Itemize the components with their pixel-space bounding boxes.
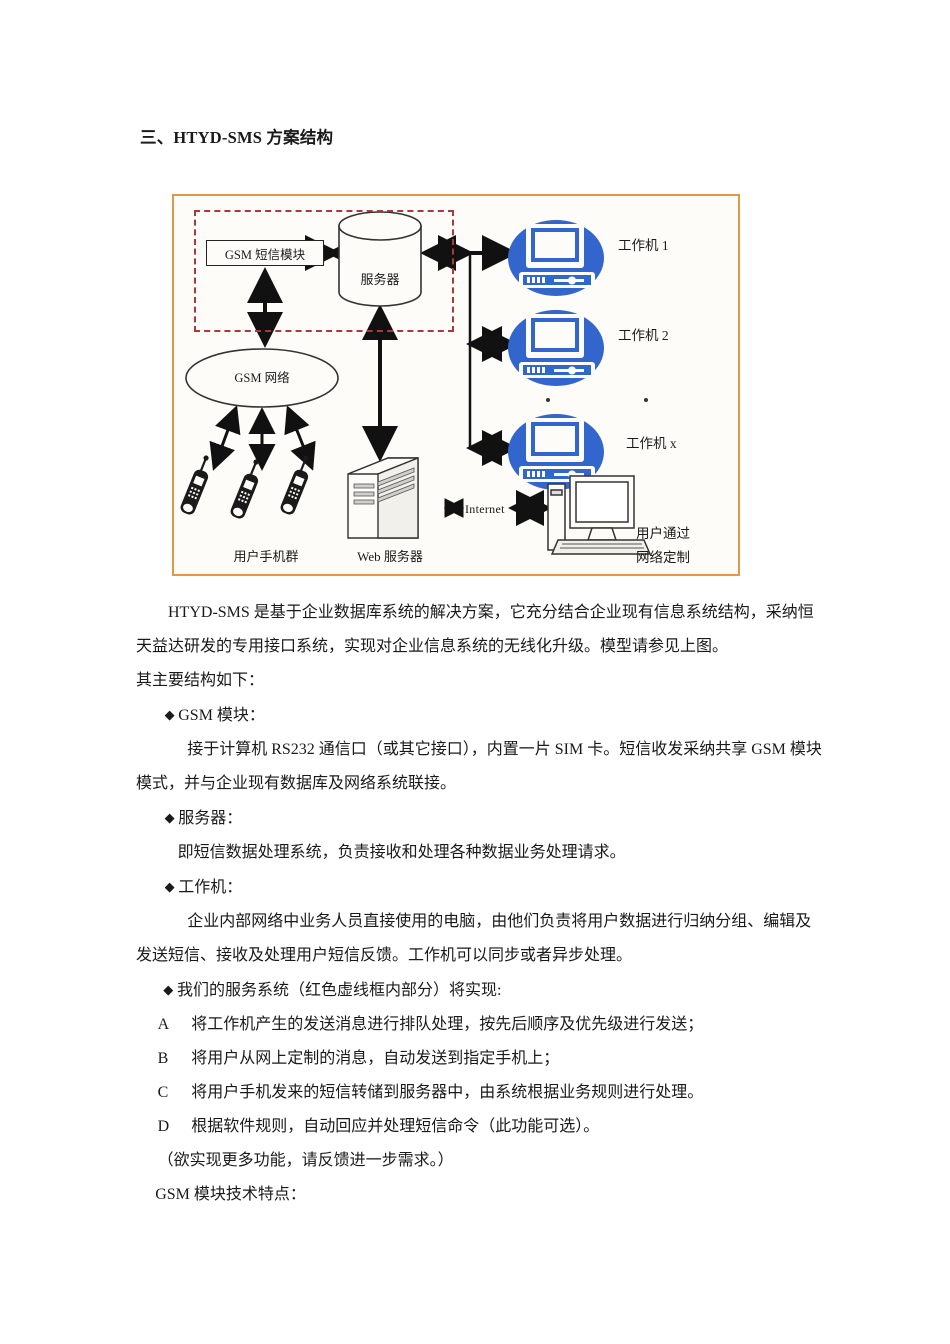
bullet-item-service-system: ◆我们的服务系统（红色虚线框内部分）将实现:: [136, 973, 826, 1008]
gsm-module-label: GSM 短信模块: [224, 247, 306, 262]
bullet-label-service-system: 我们的服务系统（红色虚线框内部分）将实现:: [176, 982, 502, 999]
diagram-graphics: [180, 211, 652, 555]
intro-paragraph-2: 其主要结构如下：: [136, 672, 265, 689]
user-custom-label-line2: 网络定制: [636, 550, 690, 565]
list-text: 将用户从网上定制的消息，自动发送到指定手机上；: [191, 1050, 560, 1067]
workstation-x-label: 工作机 x: [626, 436, 677, 451]
server-node: 服务器: [339, 214, 421, 306]
paragraph-gsm-body: 接于计算机 RS232 通信口（或其它接口），内置一片 SIM 卡。短信收发采纳…: [136, 741, 822, 792]
list-letter: C: [157, 1084, 169, 1101]
server-label: 服务器: [360, 272, 400, 287]
page-title: 三、HTYD-SMS 方案结构: [140, 128, 334, 147]
web-server-label: Web 服务器: [357, 549, 423, 564]
note-paragraph: （欲实现更多功能，请反馈进一步需求。）: [157, 1152, 454, 1169]
bullet-label-gsm: GSM 模块：: [178, 707, 265, 724]
diamond-bullet-icon: ◆: [164, 810, 175, 825]
service-system-dashed-zone: [194, 210, 454, 332]
web-server-icon: [347, 456, 419, 539]
intro-paragraph-1: HTYD-SMS 是基于企业数据库系统的解决方案，它充分结合企业现有信息系统结构…: [136, 604, 814, 655]
workstation-icon-x: [503, 414, 604, 490]
paragraph-server-body: 即短信数据处理系统，负责接收和处理各种数据业务处理请求。: [177, 844, 626, 861]
bullet-item-workstation: ◆工作机：: [136, 870, 826, 905]
list-item: D 根据软件规则，自动回应并处理短信命令（此功能可选）。: [136, 1110, 826, 1144]
user-desktop-icon: [547, 475, 652, 555]
paragraph-workstation-body: 企业内部网络中业务人员直接使用的电脑，由他们负责将用户数据进行归纳分组、编辑及发…: [136, 913, 812, 964]
internet-label: Internet: [465, 502, 505, 516]
gsm-network-node: GSM 网络: [186, 348, 338, 406]
diamond-bullet-icon: ◆: [164, 879, 175, 894]
closing-paragraph: GSM 模块技术特点：: [155, 1186, 306, 1203]
gsm-network-shape: [185, 348, 339, 408]
list-item: C 将用户手机发来的短信转储到服务器中，由系统根据业务规则进行处理。: [136, 1076, 826, 1110]
vertical-ellipsis-dot-right: [644, 398, 648, 402]
gsm-network-label: GSM 网络: [234, 371, 290, 385]
bullet-label-server: 服务器：: [178, 810, 243, 827]
server-cylinder-shape: [338, 211, 422, 307]
architecture-diagram: GSM 短信模块 服务器 GSM 网络 用户手机群 Web 服务器 Intern…: [172, 194, 740, 576]
list-text: 将工作机产生的发送消息进行排队处理，按先后顺序及优先级进行发送；: [191, 1016, 704, 1033]
list-letter: D: [157, 1118, 170, 1135]
workstation-2-label: 工作机 2: [618, 328, 669, 343]
bullet-item-server: ◆服务器：: [136, 801, 826, 836]
list-text: 将用户手机发来的短信转储到服务器中，由系统根据业务规则进行处理。: [191, 1084, 704, 1101]
gsm-module-node: GSM 短信模块: [206, 240, 324, 266]
user-custom-label-line1: 用户通过: [636, 526, 690, 541]
phones-label: 用户手机群: [233, 549, 299, 564]
bullet-item-gsm: ◆GSM 模块：: [136, 698, 826, 733]
list-item: B 将用户从网上定制的消息，自动发送到指定手机上；: [136, 1042, 826, 1076]
diamond-bullet-icon: ◆: [163, 982, 174, 997]
bullet-label-workstation: 工作机：: [178, 879, 243, 896]
workstation-icon-2: [503, 310, 604, 386]
body-content: HTYD-SMS 是基于企业数据库系统的解决方案，它充分结合企业现有信息系统结构…: [136, 596, 826, 1212]
list-letter: A: [157, 1016, 170, 1033]
diamond-bullet-icon: ◆: [164, 707, 175, 722]
list-letter: B: [157, 1050, 169, 1067]
workstation-1-label: 工作机 1: [618, 238, 669, 253]
list-text: 根据软件规则，自动回应并处理短信命令（此功能可选）。: [191, 1118, 600, 1135]
workstation-icon-1: [503, 220, 604, 296]
vertical-ellipsis-dot-left: [546, 398, 550, 402]
list-item: A 将工作机产生的发送消息进行排队处理，按先后顺序及优先级进行发送；: [136, 1008, 826, 1042]
